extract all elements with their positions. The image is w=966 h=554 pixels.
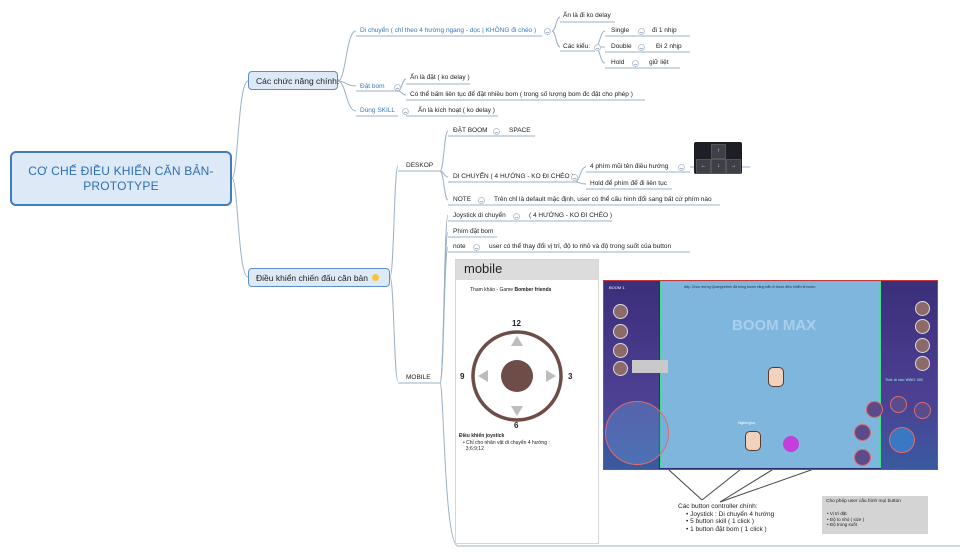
collapse-toggle-icon[interactable]	[678, 164, 685, 171]
avatar	[915, 356, 930, 371]
topic-desktop[interactable]: DESKOP	[406, 162, 434, 169]
type-hold[interactable]: Hold	[611, 59, 625, 66]
root-topic[interactable]: CƠ CHẾ ĐIỀU KHIỂN CĂN BẢN- PROTOTYPE	[10, 151, 232, 206]
collapse-toggle-icon[interactable]	[594, 44, 601, 51]
branch-main-functions[interactable]: Các chức năng chính:	[248, 71, 340, 90]
desktop-note-text[interactable]: Trên chỉ là default mặc định, user có th…	[494, 196, 712, 203]
card-title: mobile	[464, 261, 503, 276]
collapse-toggle-icon[interactable]	[571, 174, 578, 181]
dial-bottom: 6	[514, 421, 519, 430]
branch-combat-controls[interactable]: Điều khiển chiến đấu căn bản	[248, 268, 390, 287]
branch-main-label: Các chức năng chính:	[256, 75, 340, 86]
lightbulb-icon	[372, 274, 379, 281]
config-item-2: Độ to nhỏ ( size )	[829, 516, 865, 522]
bomb-button[interactable]	[889, 427, 915, 453]
avatar	[613, 324, 628, 339]
topic-bomb[interactable]: Đặt bom	[360, 83, 385, 90]
topic-move-press[interactable]: Ấn là đi ko delay	[563, 12, 611, 19]
game-banner: đây: Chúc mừng Quangnhlinh đã trúng boom…	[684, 285, 816, 289]
avatar	[613, 343, 628, 358]
mobile-note-text[interactable]: user có thể thay đổi vị trí, độ to nhỏ v…	[489, 243, 672, 250]
topic-move-types[interactable]: Các kiểu:	[563, 43, 591, 50]
root-title-line2: PROTOTYPE	[83, 178, 159, 193]
collapse-toggle-icon[interactable]	[638, 28, 645, 35]
collapse-toggle-icon[interactable]	[544, 28, 551, 35]
collapse-toggle-icon[interactable]	[394, 84, 401, 91]
avatar	[613, 304, 628, 319]
desktop-bomb-label[interactable]: ĐẶT BOOM	[453, 127, 488, 134]
mobile-reference-card: mobile Tham khảo - Game Bomber friends 1…	[455, 259, 599, 544]
controller-caption: Các button controller chính: • Joystick …	[678, 503, 775, 533]
type-double-desc[interactable]: Đi 2 nhịp	[656, 43, 682, 50]
type-single-desc[interactable]: đi 1 nhịp	[652, 27, 677, 34]
type-double[interactable]: Double	[611, 43, 632, 50]
controller-item-1: Joystick : Di chuyển 4 hướng	[690, 510, 775, 518]
caption-item: • Chỉ cho nhân vật di chuyển 4 hướng : 3…	[463, 440, 550, 452]
skill-button[interactable]	[854, 449, 871, 466]
config-note: Cho phép user cấu hình mọi button • Vị t…	[822, 496, 928, 534]
collapse-toggle-icon[interactable]	[513, 213, 520, 220]
topic-mobile[interactable]: MOBILE	[406, 374, 431, 381]
skill-button[interactable]	[866, 401, 883, 418]
dial-right: 3	[568, 372, 573, 381]
mobile-note-label[interactable]: note	[453, 243, 466, 250]
controller-caption-title: Các button controller chính:	[678, 503, 758, 510]
desktop-note-label[interactable]: NOTE	[453, 196, 472, 203]
card-reference: Tham khảo - Game Bomber friends	[470, 287, 552, 293]
player-character	[768, 367, 784, 387]
config-item-3: Độ trong suốt	[829, 522, 857, 527]
desktop-bomb-key[interactable]: SPACE	[509, 127, 531, 134]
collapse-toggle-icon[interactable]	[632, 60, 639, 67]
mobile-joystick-label[interactable]: Joystick di chuyển	[453, 212, 506, 219]
game-logo: BOOM MAX	[732, 317, 817, 334]
mobile-bomb-label[interactable]: Phím đặt bom	[453, 228, 494, 235]
arrow-keys-icon: ↑ ← ↓ →	[694, 142, 742, 174]
controller-item-2: 5 button skill ( 1 click )	[690, 518, 755, 525]
dial-left: 9	[460, 372, 465, 381]
joystick-icon	[471, 330, 563, 422]
joystick-icon	[605, 401, 669, 465]
root-title-line1: CƠ CHẾ ĐIỀU KHIỂN CĂN BẢN-	[28, 163, 214, 178]
type-single[interactable]: Single	[611, 27, 630, 34]
collapse-toggle-icon[interactable]	[478, 197, 485, 204]
skill-button[interactable]	[890, 396, 907, 413]
collapse-toggle-icon[interactable]	[493, 128, 500, 135]
collapse-toggle-icon[interactable]	[473, 244, 480, 251]
avatar	[915, 319, 930, 334]
game-hud-right: Thời: Ai vào: WWG: 000	[885, 378, 923, 382]
bomb-icon	[783, 436, 799, 452]
skill-desc[interactable]: Ấn là kích hoạt ( ko delay )	[418, 107, 495, 114]
topic-skill[interactable]: Dùng SKILL	[360, 107, 396, 114]
dial-top: 12	[512, 319, 521, 328]
topic-move[interactable]: Di chuyển ( chỉ theo 4 hướng ngang - dọc…	[360, 27, 537, 34]
mobile-joystick-desc[interactable]: ( 4 HƯỚNG - KO ĐI CHÉO )	[529, 212, 612, 219]
branch-combat-label: Điều khiển chiến đấu căn bản	[256, 272, 368, 283]
collapse-toggle-icon[interactable]	[402, 108, 409, 115]
game-hud-left: BOOM 1	[609, 285, 625, 290]
caption-title: Điều khiển joystick	[459, 433, 505, 439]
skill-button[interactable]	[914, 402, 931, 419]
skill-button[interactable]	[854, 424, 871, 441]
bomb-item-1[interactable]: Ấn là đặt ( ko delay )	[410, 74, 470, 81]
avatar	[915, 338, 930, 353]
desktop-move-label[interactable]: DI CHUYỂN ( 4 HƯỚNG - KO ĐI CHÉO )	[453, 173, 574, 180]
player-character	[745, 431, 761, 451]
game-player-name: Nghingho	[738, 420, 756, 425]
desktop-move-item-2[interactable]: Hold để phím để đi liên tục	[590, 180, 667, 187]
avatar	[613, 361, 628, 376]
collapse-toggle-icon[interactable]	[638, 44, 645, 51]
desktop-move-item-1[interactable]: 4 phím mũi tên điều hướng	[590, 163, 669, 170]
config-item-1: Vị trí đặt	[829, 511, 847, 516]
controller-item-3: 1 button đặt bom ( 1 click )	[690, 525, 767, 533]
avatar	[915, 301, 930, 316]
config-note-title: Cho phép user cấu hình mọi button	[826, 499, 901, 504]
bomb-item-2[interactable]: Có thể bấm liên tục để đặt nhiều bom ( t…	[410, 91, 633, 98]
game-screenshot: BOOM 1 đây: Chúc mừng Quangnhlinh đã trú…	[603, 280, 938, 470]
type-hold-desc[interactable]: giữ liệt	[649, 59, 669, 66]
